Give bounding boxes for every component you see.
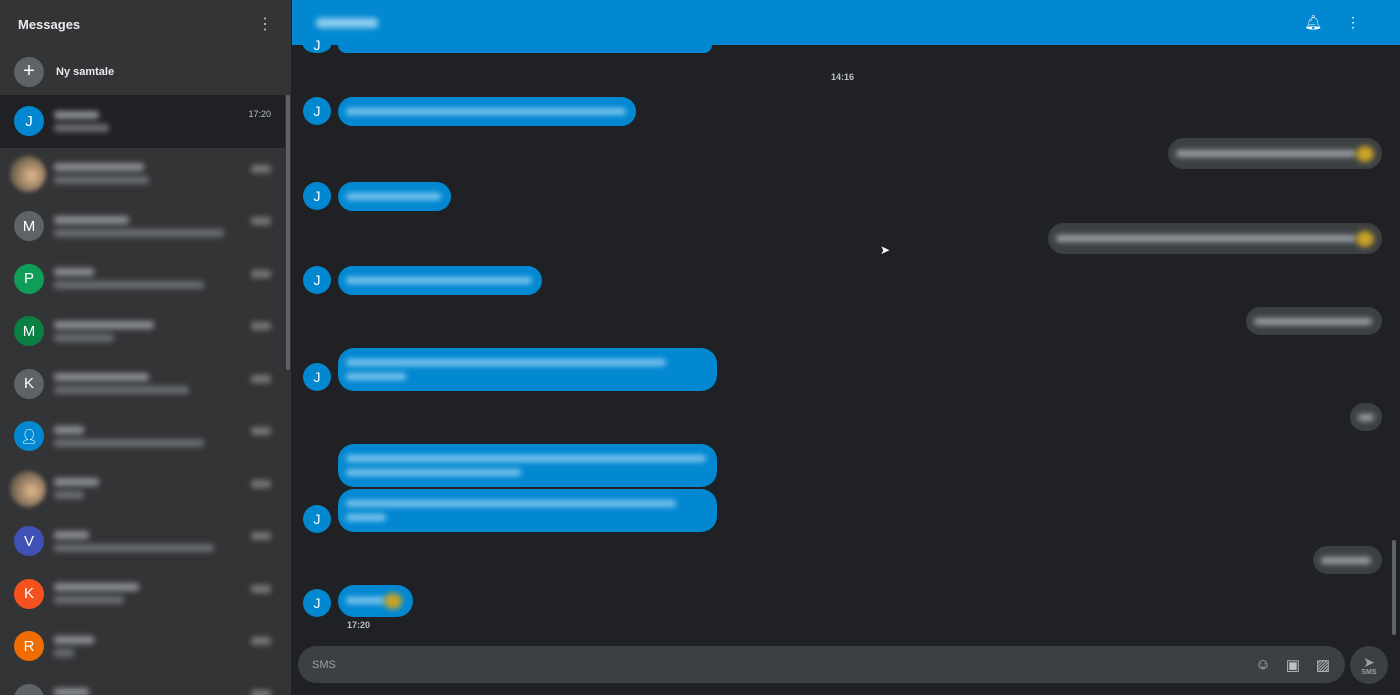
incoming-message	[338, 444, 717, 487]
contact-name	[316, 17, 378, 28]
conversation-time: 17:20	[248, 109, 271, 119]
conversation-time	[251, 689, 271, 695]
notification-bell-icon[interactable]: 🔔︎	[1304, 14, 1322, 30]
conversation-preview	[54, 578, 139, 609]
more-options-icon[interactable]: ⋮	[1346, 14, 1360, 30]
contact-avatar	[14, 683, 44, 695]
conversation-preview	[54, 421, 204, 452]
contact-avatar	[10, 155, 46, 192]
outgoing-message	[1048, 223, 1382, 254]
contact-avatar	[10, 470, 46, 507]
conversation-item[interactable]	[0, 148, 285, 201]
outgoing-message	[1313, 546, 1382, 574]
person-icon: 👤︎	[14, 421, 44, 452]
send-button[interactable]: ➤ SMS	[1350, 646, 1388, 684]
conversation-preview	[54, 263, 204, 294]
conversation-item[interactable]: J 17:20	[0, 95, 285, 148]
contact-avatar: V	[14, 526, 44, 557]
conversation-item[interactable]	[0, 673, 285, 695]
incoming-message	[338, 97, 636, 126]
conversation-time	[251, 584, 271, 593]
conversation-preview	[54, 158, 149, 189]
conversation-time	[251, 374, 271, 383]
sidebar-scrollbar[interactable]	[286, 95, 290, 370]
send-icon: ➤	[1363, 653, 1375, 670]
conversation-item[interactable]	[0, 463, 285, 516]
contact-avatar: J	[303, 97, 331, 125]
emoji-icon[interactable]: ☺	[1255, 656, 1271, 673]
compose-bar: ☺ ▣ ▨	[298, 646, 1345, 683]
conversation-preview	[54, 473, 99, 504]
conversation-time	[251, 322, 271, 330]
contact-avatar: J	[14, 106, 44, 137]
outgoing-message	[1246, 307, 1382, 335]
conversation-time	[251, 269, 271, 278]
app-title: Messages	[18, 16, 81, 32]
contact-avatar: K	[14, 368, 44, 399]
send-label: SMS	[1361, 668, 1377, 676]
conversation-item[interactable]: 👤︎	[0, 410, 285, 463]
image-icon[interactable]: ▨	[1315, 656, 1331, 674]
contact-avatar: J	[303, 589, 331, 617]
incoming-message	[338, 266, 542, 295]
contact-avatar: J	[303, 266, 331, 294]
contact-avatar: J	[303, 505, 331, 533]
contact-avatar: M	[14, 211, 44, 242]
plus-icon: +	[14, 56, 44, 87]
message-thread: J 14:16 J J J J J J 17:20	[292, 37, 1400, 645]
conversation-preview	[54, 683, 89, 695]
outgoing-message	[1168, 138, 1382, 169]
conversation-preview	[54, 316, 154, 347]
contact-avatar: J	[303, 363, 331, 391]
incoming-message	[338, 489, 717, 532]
contact-avatar: K	[14, 578, 44, 609]
timestamp: 14:16	[831, 72, 855, 82]
incoming-message	[338, 585, 413, 617]
incoming-message	[338, 348, 717, 391]
incoming-message	[338, 182, 451, 211]
conversation-item[interactable]: K	[0, 568, 285, 621]
contact-avatar: M	[14, 316, 44, 347]
conversation-item[interactable]: R	[0, 620, 285, 673]
conversation-preview	[54, 631, 94, 662]
conversation-time	[251, 217, 271, 225]
conversation-preview	[54, 106, 109, 137]
conversation-preview	[54, 368, 189, 399]
outgoing-message	[1350, 403, 1382, 431]
conversation-time	[251, 532, 271, 540]
conversation-preview	[54, 211, 224, 242]
chat-scrollbar[interactable]	[1392, 540, 1396, 635]
contact-avatar: P	[14, 263, 44, 294]
contact-avatar: R	[14, 631, 44, 662]
conversation-time	[251, 164, 271, 173]
sidebar-header: Messages ⋮	[0, 0, 291, 48]
conversation-item[interactable]: P	[0, 253, 285, 306]
sticker-icon[interactable]: ▣	[1285, 656, 1301, 674]
conversation-item[interactable]: M	[0, 200, 285, 253]
new-conversation-button[interactable]: + Ny samtale	[0, 48, 291, 95]
more-options-icon[interactable]: ⋮	[257, 16, 273, 33]
conversation-time	[251, 427, 271, 435]
contact-avatar: J	[303, 182, 331, 210]
timestamp: 17:20	[347, 620, 371, 630]
mouse-cursor: ➤	[880, 243, 891, 257]
conversation-item[interactable]: V	[0, 515, 285, 568]
message-input[interactable]	[312, 658, 1255, 671]
contact-avatar: J	[303, 37, 331, 53]
conversation-item[interactable]: K	[0, 358, 285, 411]
conversation-time	[251, 479, 271, 488]
incoming-message	[338, 37, 712, 53]
conversation-time	[251, 637, 271, 645]
new-conversation-label: Ny samtale	[56, 65, 115, 78]
conversation-item[interactable]: M	[0, 305, 285, 358]
conversation-preview	[54, 526, 214, 557]
